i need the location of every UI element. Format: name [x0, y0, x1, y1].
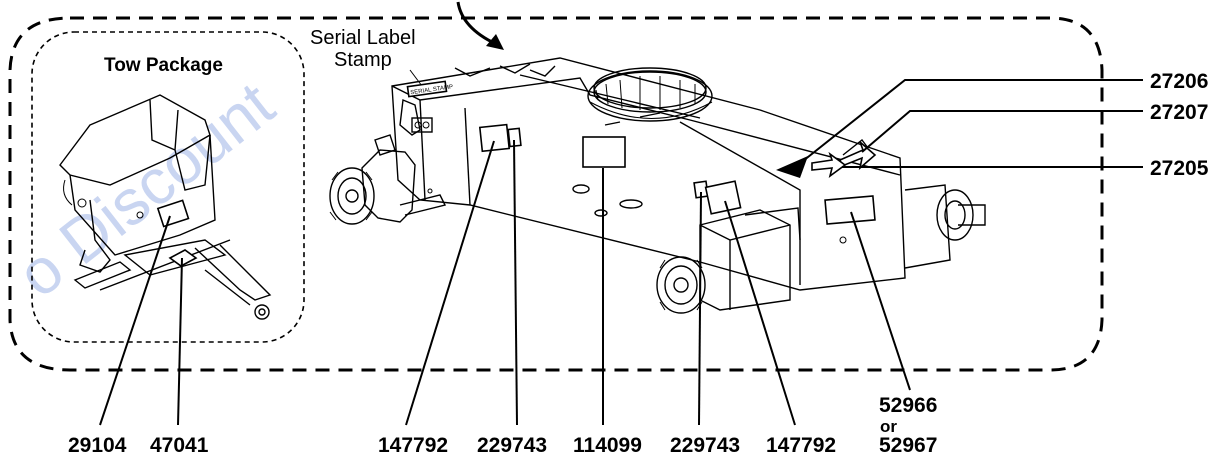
stamp-label	[406, 80, 448, 98]
serial-label-line1: Serial Label	[310, 27, 416, 49]
decal-52966	[824, 195, 876, 225]
decal-114099	[582, 136, 626, 168]
decal-147792-left	[478, 123, 511, 153]
tow-package-boundary	[31, 31, 305, 343]
callout-229743-right: 229743	[670, 434, 740, 457]
callout-27207: 27207	[1150, 101, 1208, 124]
main-axle-drawing: SERIAL STAMP	[329, 57, 986, 314]
leader-52966	[850, 211, 911, 391]
callout-52966: 52966	[879, 394, 937, 417]
leader-229743-left	[513, 139, 518, 426]
callout-229743-left: 229743	[477, 434, 547, 457]
decal-47041	[168, 249, 198, 267]
callout-29104: 29104	[68, 434, 127, 457]
leader-147792-right	[724, 200, 796, 426]
watermark-text: o Discount	[4, 68, 287, 311]
leader-47041	[177, 257, 183, 426]
leader-27207	[861, 110, 1143, 153]
stamp-text: SERIAL STAMP	[410, 84, 453, 96]
callout-147792-right: 147792	[766, 434, 836, 457]
callout-27205: 27205	[1150, 157, 1209, 180]
leader-27206	[802, 79, 1143, 162]
callout-52967: 52967	[879, 434, 937, 457]
callout-or: or	[880, 417, 897, 436]
leader-147792-left	[405, 140, 495, 426]
pointer-arrow-head	[486, 34, 504, 50]
decal-229743-left	[507, 127, 522, 148]
leader-229743-right	[698, 191, 702, 426]
decal-29104	[156, 199, 190, 228]
tow-package-title: Tow Package	[104, 55, 223, 76]
serial-label-line2: Stamp	[334, 49, 392, 71]
decal-27205-arrow	[811, 151, 847, 178]
callout-147792-left: 147792	[378, 434, 448, 457]
callout-47041: 47041	[150, 434, 209, 457]
callout-27206: 27206	[1150, 70, 1208, 93]
pointer-arrow-curve	[456, 1, 497, 46]
tow-package-drawing	[59, 94, 272, 320]
decal-27206-arrow	[776, 156, 808, 178]
leader-29104	[99, 215, 171, 426]
callout-114099: 114099	[573, 434, 642, 457]
decal-147792-right	[704, 180, 742, 215]
